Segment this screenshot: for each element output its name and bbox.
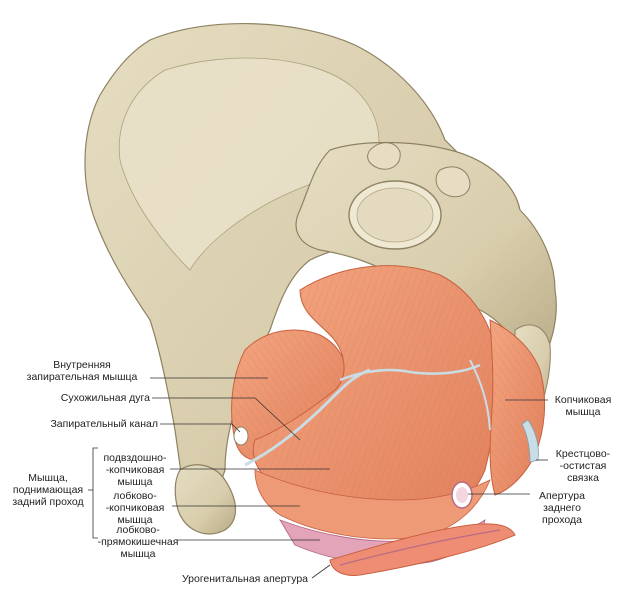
label-sacrospinous-ligament: Крестцово- -остистая связка — [555, 448, 611, 484]
label-obturator-internus: Внутренняя запирательная мышца — [26, 359, 138, 383]
label-puborectalis: лобково- -прямокишечная мышца — [97, 524, 179, 560]
tendinous-arch — [244, 368, 371, 467]
urogenital-band — [329, 523, 516, 576]
label-tendinous-arch: Сухожильная дуга — [60, 392, 150, 404]
label-coccygeus: Копчиковая мышца — [554, 394, 612, 418]
label-urogenital-aperture: Урогенитальная апертура — [181, 573, 308, 585]
ischium — [174, 464, 237, 535]
label-pubococcygeus: лобково- -копчиковая мышца — [105, 490, 165, 526]
label-levator-ani: Мышца, поднимающая задний проход — [12, 472, 84, 508]
label-obturator-canal: Запирательный канал — [50, 418, 158, 430]
iliac-fossa — [118, 57, 380, 271]
sacrospinous-ligament — [521, 419, 539, 463]
label-iliococcygeus: подвздошно- -копчиковая мышца — [103, 452, 167, 488]
articular-process — [367, 142, 401, 170]
obturator-canal-opening — [233, 426, 249, 446]
pubococcygeus — [254, 469, 491, 540]
label-anal-aperture: Апертура заднего прохода — [539, 490, 585, 526]
leader-lines — [88, 377, 548, 579]
